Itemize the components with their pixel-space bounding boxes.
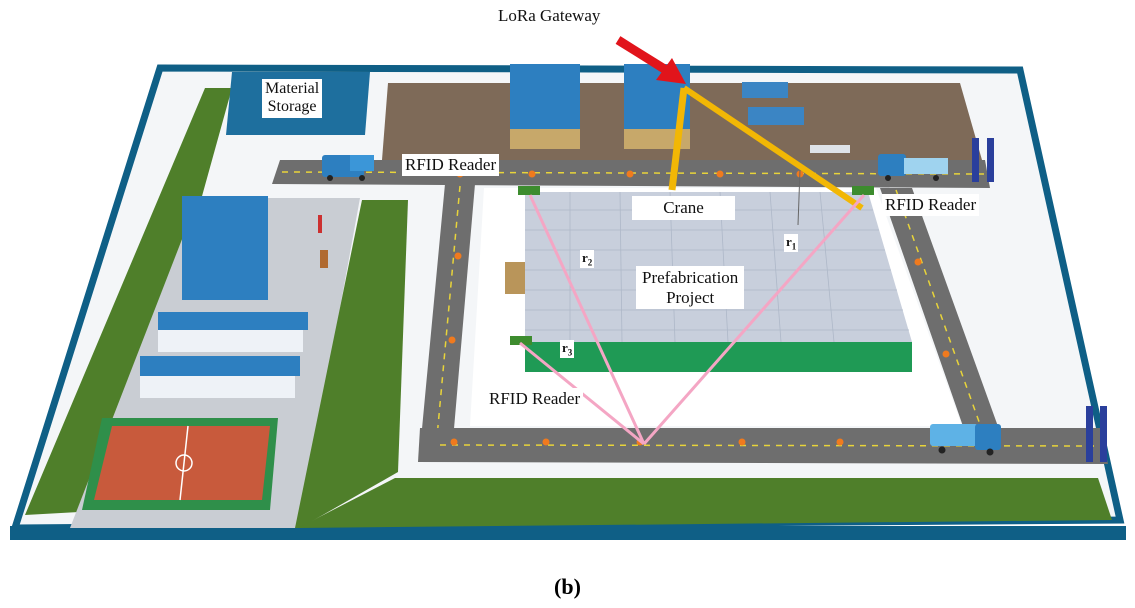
gate-bottom-right-2 — [1100, 406, 1107, 462]
road-right — [880, 188, 1000, 432]
gate-top-right — [972, 138, 979, 182]
dorm-1-wall — [158, 330, 303, 352]
prefab-line2: Project — [666, 287, 715, 307]
court-center-line — [179, 425, 189, 501]
warehouse-left — [182, 196, 268, 300]
grass-left — [25, 88, 232, 515]
material-storage-label: Material Storage — [262, 79, 323, 118]
gate-top-right-2 — [987, 138, 994, 182]
crane-tower — [668, 87, 688, 191]
grass-bottom — [298, 478, 1112, 528]
road-top-dash — [281, 171, 986, 175]
crane-label: Crane — [632, 196, 735, 220]
grass-middle — [295, 200, 408, 528]
rfid-reader-device-top-left — [518, 186, 540, 195]
bench — [320, 250, 328, 268]
crane-cable — [797, 169, 801, 226]
crane-jib — [682, 85, 864, 211]
building-top-1 — [510, 64, 580, 129]
dorm-2-roof — [140, 356, 300, 376]
truck-top-left — [322, 155, 374, 181]
gate-bottom-right — [1086, 406, 1093, 462]
lora-gateway-label: LoRa Gateway — [498, 6, 601, 25]
truck-bottom-right — [930, 424, 1001, 456]
building-top-1-base — [510, 129, 580, 149]
container-3 — [810, 145, 850, 153]
figure-caption: (b) — [554, 574, 581, 599]
small-shed — [505, 262, 525, 294]
range-label-r1: r1 — [784, 234, 799, 252]
post — [318, 215, 322, 233]
rfid-reader-label-bottom: RFID Reader — [486, 388, 584, 410]
court-center-circle — [175, 454, 193, 472]
material-storage-line1: Material — [265, 80, 320, 97]
prefabrication-project-label: Prefabrication Project — [636, 266, 745, 310]
range-label-r3: r3 — [560, 340, 575, 358]
road-bottom-dash — [439, 444, 1101, 447]
basketball-court — [94, 426, 270, 500]
container-1 — [742, 82, 788, 98]
rfid-reader-label-top: RFID Reader — [402, 154, 500, 176]
prefab-line1: Prefabrication — [642, 268, 739, 287]
rfid-reader-label-right: RFID Reader — [882, 194, 980, 216]
lora-arrow-head — [656, 58, 686, 84]
site-front-wall — [10, 526, 1126, 540]
rfid-reader-device-left — [510, 336, 532, 345]
lora-arrow-shaft — [615, 36, 669, 74]
range-label-r2: r2 — [580, 250, 595, 268]
site-outer-wall — [10, 64, 1125, 532]
truck-top-right — [878, 154, 948, 181]
dorm-2-wall — [140, 376, 295, 398]
rfid-reader-device-top-right — [852, 186, 874, 195]
prefab-side-wall — [525, 342, 912, 372]
material-storage-line2: Storage — [267, 98, 317, 116]
container-2 — [748, 107, 804, 125]
building-top-2-base — [624, 129, 690, 149]
road-left-dash — [435, 185, 461, 449]
dorm-1-roof — [158, 312, 308, 330]
